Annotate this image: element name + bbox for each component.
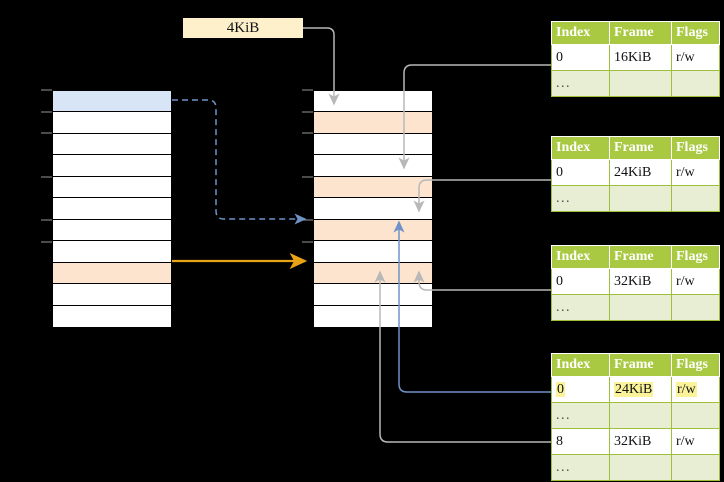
cell-frame: 24KiB [609,159,672,186]
table-row[interactable]: ... [551,402,720,429]
col-flags: Flags [671,21,720,45]
connector-pt1-to-frame [398,64,551,170]
col-frame: Frame [609,21,672,45]
cell-frame [609,185,672,212]
physical-memory-column [313,90,433,328]
memory-row[interactable] [314,91,432,113]
cell-frame [609,454,672,481]
table-row[interactable]: 0 32KiB r/w [551,268,720,295]
connector-pt4-row8-to-frame [374,270,551,443]
memory-row[interactable] [314,112,432,134]
cell-flags [671,402,720,429]
col-index: Index [551,136,610,160]
memory-row[interactable] [53,262,171,285]
cell-index: 0 [551,376,610,403]
col-index: Index [551,21,610,45]
memory-row[interactable] [53,284,171,306]
memory-row[interactable] [314,284,432,306]
table-row[interactable]: 0 16KiB r/w [551,44,720,71]
page-table-4: Index Frame Flags 0 24KiB r/w ... 8 32Ki… [551,353,720,481]
cell-flags [671,294,720,321]
connector-virtual-to-physical-dashed [172,99,307,225]
cell-frame: 16KiB [609,44,672,71]
memory-row[interactable] [53,155,171,177]
col-flags: Flags [671,245,720,269]
cell-index: ... [551,402,610,429]
col-flags: Flags [671,353,720,377]
cell-flags [671,70,720,97]
cell-index: 0 [551,44,610,71]
memory-row[interactable] [53,91,171,113]
cell-flags: r/w [671,268,720,295]
cell-frame: 24KiB [609,376,672,403]
connector-pt2-to-frame [413,179,551,213]
memory-row[interactable] [53,176,171,199]
table-row[interactable]: 8 32KiB r/w [551,428,720,455]
memory-row[interactable] [314,133,432,156]
page-size-label: 4KiB [183,18,303,38]
memory-row[interactable] [314,198,432,220]
page-table-1: Index Frame Flags 0 16KiB r/w ... [551,21,720,97]
cell-index: 0 [551,268,610,295]
table-row[interactable]: 0 24KiB r/w [551,159,720,186]
memory-row[interactable] [314,176,432,199]
cell-index: ... [551,70,610,97]
memory-row[interactable] [53,112,171,134]
cell-flags [671,454,720,481]
table-row[interactable]: ... [551,185,720,212]
connector-pagesize-to-frame [303,27,340,106]
cell-index-value: 0 [556,381,565,397]
col-flags: Flags [671,136,720,160]
col-frame: Frame [609,245,672,269]
cell-index: ... [551,294,610,321]
col-frame: Frame [609,353,672,377]
cell-frame-value: 24KiB [614,381,654,397]
memory-row[interactable] [314,305,432,327]
table-header-row: Index Frame Flags [551,245,720,269]
cell-frame [609,70,672,97]
memory-row[interactable] [53,241,171,263]
cell-frame [609,402,672,429]
memory-row[interactable] [314,241,432,263]
page-table-3: Index Frame Flags 0 32KiB r/w ... [551,245,720,321]
connector-pt3-to-frame [413,270,551,291]
table-row[interactable]: 0 24KiB r/w [551,376,720,403]
cell-frame: 32KiB [609,428,672,455]
memory-row[interactable] [53,305,171,327]
cell-flags: r/w [671,428,720,455]
cell-index: ... [551,185,610,212]
memory-row[interactable] [53,219,171,242]
table-header-row: Index Frame Flags [551,21,720,45]
table-header-row: Index Frame Flags [551,353,720,377]
connector-pt4-row0-to-frame [393,220,551,393]
cell-index: 8 [551,428,610,455]
col-index: Index [551,353,610,377]
cell-flags-value: r/w [676,381,697,397]
left-tick-marks [41,89,52,243]
cell-flags [671,185,720,212]
page-table-2: Index Frame Flags 0 24KiB r/w ... [551,136,720,212]
col-frame: Frame [609,136,672,160]
cell-index: 0 [551,159,610,186]
cell-frame: 32KiB [609,268,672,295]
table-row[interactable]: ... [551,70,720,97]
page-size-label-text: 4KiB [226,19,260,36]
memory-row[interactable] [53,133,171,156]
cell-flags: r/w [671,159,720,186]
table-row[interactable]: ... [551,294,720,321]
memory-row[interactable] [53,198,171,220]
col-index: Index [551,245,610,269]
table-row[interactable]: ... [551,454,720,481]
cell-index: ... [551,454,610,481]
table-header-row: Index Frame Flags [551,136,720,160]
virtual-address-space-column [52,90,172,328]
cell-flags: r/w [671,44,720,71]
memory-row[interactable] [314,262,432,285]
cell-frame [609,294,672,321]
cell-flags: r/w [671,376,720,403]
